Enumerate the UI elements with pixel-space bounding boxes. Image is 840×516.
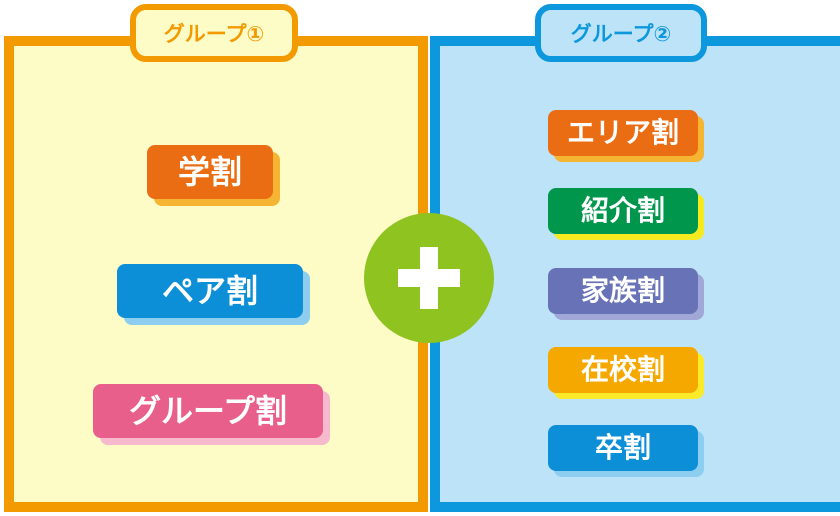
group-1-title: グループ① (130, 4, 298, 62)
tag-shoukai-wari: 紹介割 (548, 188, 698, 234)
group-2-title: グループ② (535, 4, 707, 62)
tag-kazoku-wari: 家族割 (548, 268, 698, 314)
tag-area-wari: エリア割 (548, 110, 698, 156)
tag-sotsu-wari: 卒割 (548, 425, 698, 471)
tag-zaikou-wari: 在校割 (548, 347, 698, 393)
tag-pair-wari: ペア割 (117, 264, 303, 318)
plus-icon (364, 213, 494, 343)
tag-gakuwari: 学割 (147, 145, 273, 199)
tag-group-wari: グループ割 (93, 384, 323, 438)
